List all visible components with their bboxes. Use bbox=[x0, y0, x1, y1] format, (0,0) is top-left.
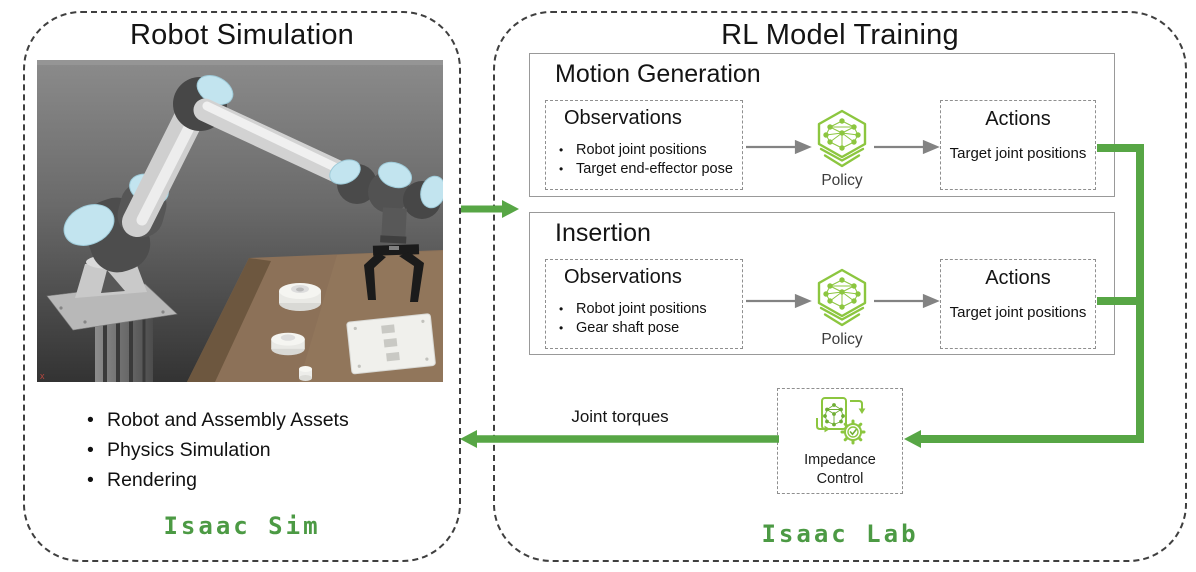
module-title: Insertion bbox=[555, 219, 651, 247]
observations-box: Observations Robot joint positions Gear … bbox=[545, 259, 743, 349]
actions-text: Target joint positions bbox=[949, 145, 1087, 162]
policy-block: Policy bbox=[808, 267, 876, 349]
actions-title: Actions bbox=[985, 267, 1051, 289]
joint-torques-label: Joint torques bbox=[571, 407, 669, 426]
actions-title: Actions bbox=[985, 108, 1051, 130]
list-item: Gear shaft pose bbox=[556, 319, 707, 338]
gear-assembly-parts bbox=[271, 283, 436, 381]
impedance-control-box: Impedance Control bbox=[777, 388, 903, 494]
observations-title: Observations bbox=[564, 266, 682, 288]
rl-model-training-panel: RL Model Training Motion Generation Obse… bbox=[493, 11, 1187, 562]
list-item: Robot joint positions bbox=[556, 300, 707, 319]
actions-box: Actions Target joint positions bbox=[940, 259, 1096, 349]
robot-simulation-panel: Robot Simulation bbox=[23, 11, 461, 562]
actions-text: Target joint positions bbox=[949, 304, 1087, 321]
motion-generation-module: Motion Generation Observations Robot joi… bbox=[529, 53, 1115, 197]
list-item: Robot and Assembly Assets bbox=[85, 405, 349, 435]
robot-gripper bbox=[364, 244, 424, 302]
simulation-feature-list: Robot and Assembly Assets Physics Simula… bbox=[85, 405, 349, 495]
policy-label: Policy bbox=[821, 172, 863, 189]
list-item: Robot joint positions bbox=[556, 141, 733, 160]
list-item: Physics Simulation bbox=[85, 435, 349, 465]
actions-box: Actions Target joint positions bbox=[940, 100, 1096, 190]
rl-model-training-title: RL Model Training bbox=[721, 19, 959, 51]
isaac-lab-label: Isaac Lab bbox=[761, 520, 919, 548]
isaac-sim-label: Isaac Sim bbox=[163, 512, 321, 540]
neural-network-hexagon-icon bbox=[817, 268, 867, 327]
policy-block: Policy bbox=[808, 108, 876, 190]
observations-list: Robot joint positions Gear shaft pose bbox=[556, 300, 707, 338]
robot-arm bbox=[63, 74, 443, 273]
model-with-gear-check-icon bbox=[816, 397, 866, 445]
impedance-control-label: Impedance Control bbox=[804, 452, 876, 488]
observations-box: Observations Robot joint positions Targe… bbox=[545, 100, 743, 190]
observations-title: Observations bbox=[564, 107, 682, 129]
robot-simulation-title: Robot Simulation bbox=[129, 19, 355, 51]
list-item: Target end-effector pose bbox=[556, 160, 733, 179]
observations-list: Robot joint positions Target end-effecto… bbox=[556, 141, 733, 179]
policy-label: Policy bbox=[821, 331, 863, 348]
robot-simulation-image: x bbox=[37, 60, 443, 382]
neural-network-hexagon-icon bbox=[817, 109, 867, 168]
insertion-module: Insertion Observations Robot joint posit… bbox=[529, 212, 1115, 355]
list-item: Rendering bbox=[85, 465, 349, 495]
module-title: Motion Generation bbox=[555, 60, 761, 88]
viewport-x-axis-label: x bbox=[40, 371, 45, 381]
